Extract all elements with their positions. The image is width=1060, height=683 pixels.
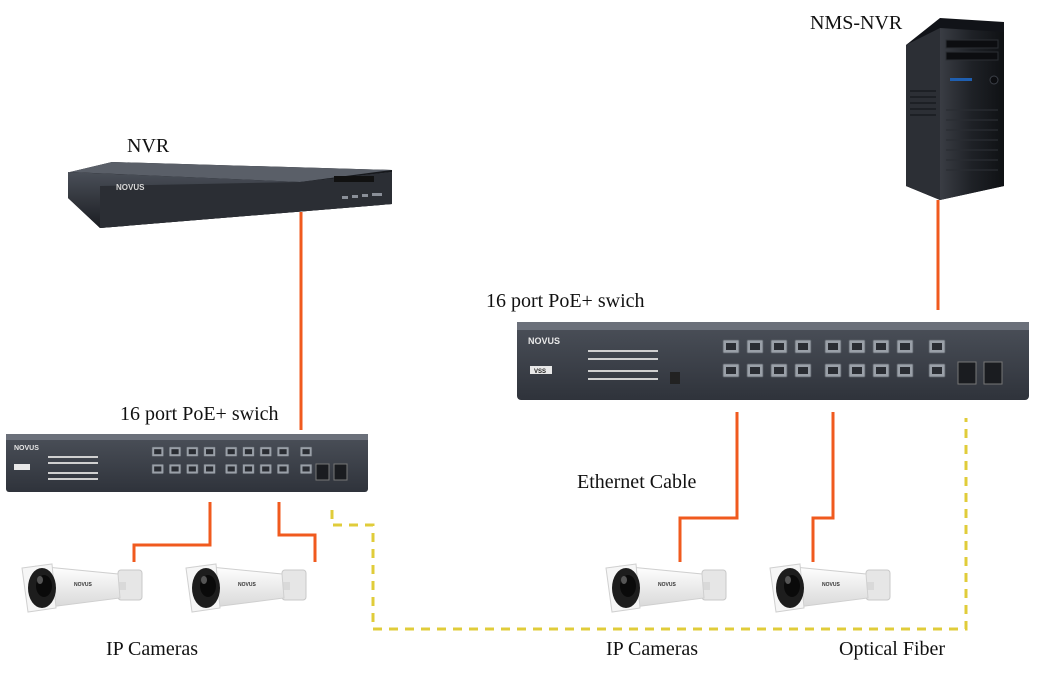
cable-switch-left-to-camera-1 [132, 502, 212, 562]
nvr-device: NOVUS [68, 162, 392, 228]
cable-switch-right-to-camera-3 [678, 412, 739, 562]
switch-right-label: 16 port PoE+ swich [486, 290, 645, 312]
ip-camera-1 [21, 563, 143, 613]
svg-text:NOVUS: NOVUS [528, 336, 560, 346]
nms-nvr-label: NMS-NVR [810, 12, 903, 34]
nvr-logo: NOVUS [116, 183, 145, 192]
ip-camera-4 [769, 563, 891, 613]
ip-camera-3 [605, 563, 727, 613]
poe-switch-right: NOVUS VSS [517, 322, 1029, 400]
nms-nvr-tower [906, 18, 1004, 200]
switch-left-label: 16 port PoE+ swich [120, 403, 279, 425]
optical-fiber-line [330, 418, 968, 631]
nvr-label: NVR [127, 135, 170, 157]
ip-camera-2 [185, 563, 307, 613]
cable-switch-left-to-camera-2 [277, 502, 317, 562]
cable-switch-right-to-camera-4 [811, 412, 835, 562]
optical-fiber-label: Optical Fiber [839, 638, 946, 660]
ip-cameras-right-label: IP Cameras [606, 638, 699, 660]
ethernet-cables [132, 200, 940, 562]
ethernet-cable-label: Ethernet Cable [577, 471, 697, 493]
svg-text:NOVUS: NOVUS [14, 445, 39, 452]
svg-text:VSS: VSS [534, 369, 546, 375]
ip-cameras-left-label: IP Cameras [106, 638, 199, 660]
poe-switch-left: NOVUS [6, 434, 368, 492]
